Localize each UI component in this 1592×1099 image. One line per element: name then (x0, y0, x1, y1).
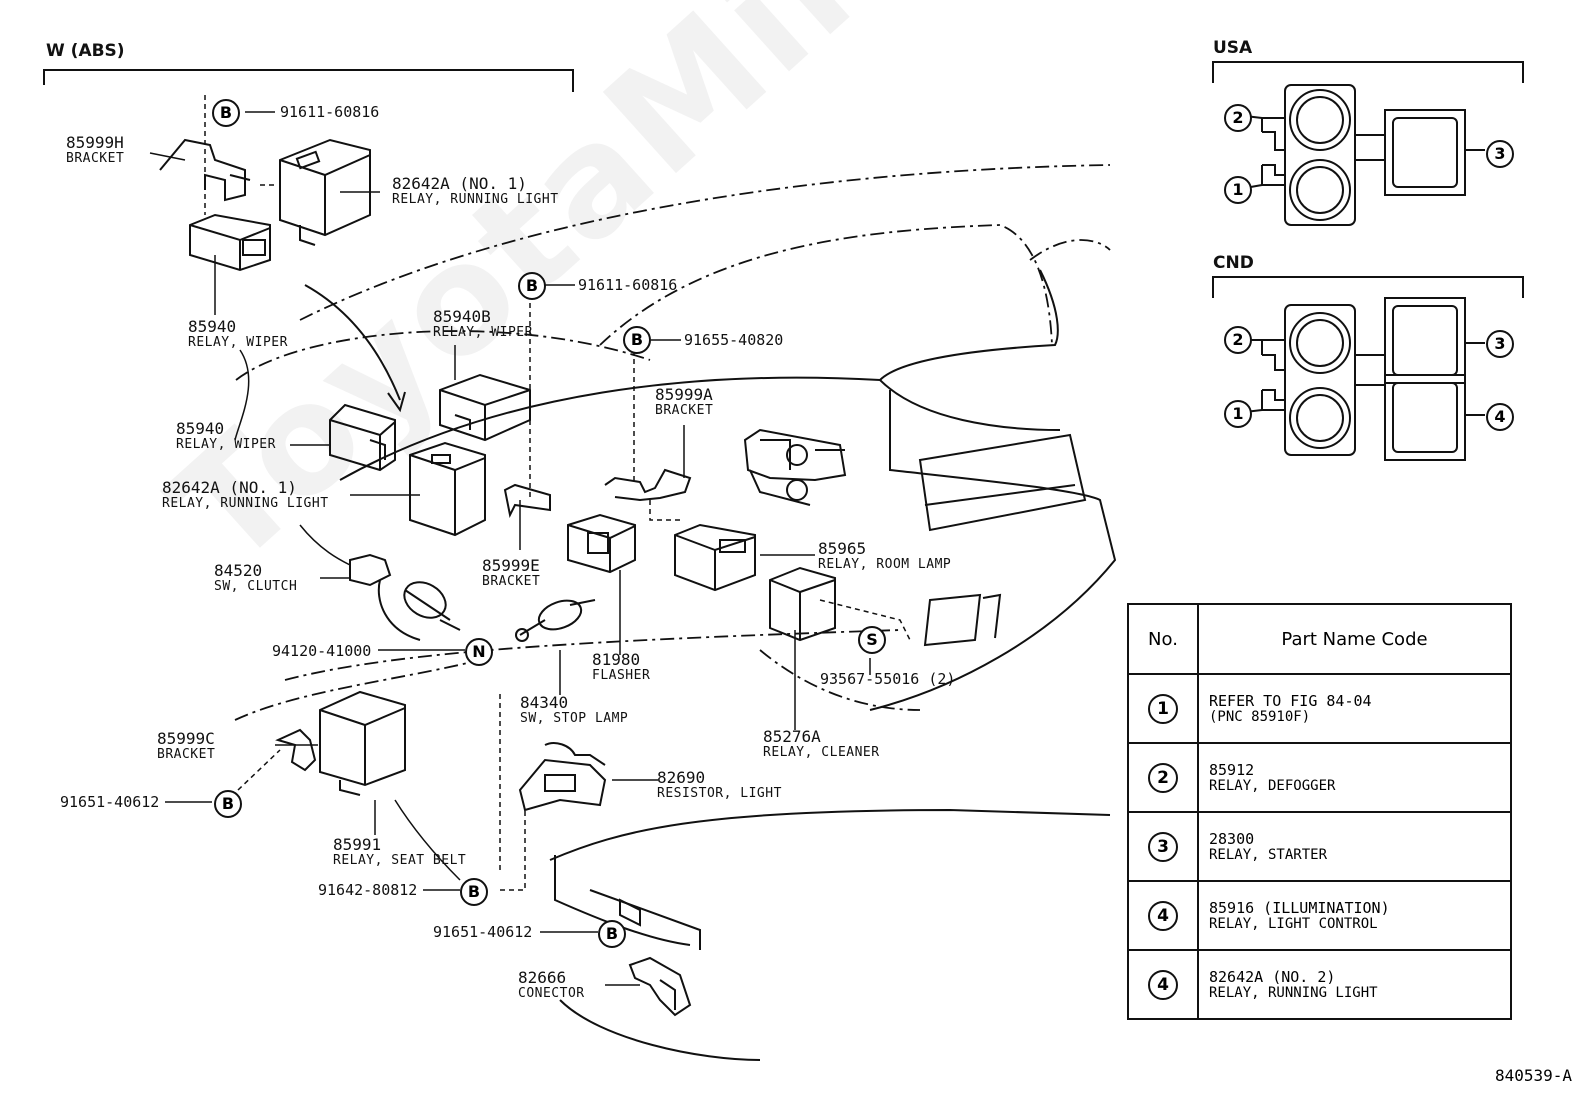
row-number: 4 (1148, 900, 1178, 931)
callout-code: 94120-41000 (272, 642, 372, 660)
section-cnd: CND (1213, 253, 1254, 273)
row-line2: RELAY, STARTER (1209, 846, 1328, 863)
callout-s: S (858, 626, 886, 654)
row-line1: REFER TO FIG 84-04 (1209, 691, 1372, 710)
row-line1: 28300 (1209, 829, 1255, 848)
table-row: 1 REFER TO FIG 84-04(PNC 85910F) (1127, 673, 1512, 744)
column-header-no: No. (1127, 603, 1199, 675)
row-number: 2 (1148, 762, 1178, 793)
section-usa: USA (1213, 38, 1253, 58)
row-line2: RELAY, RUNNING LIGHT (1209, 984, 1378, 1001)
parts-table: No. Part Name Code 1 REFER TO FIG 84-04(… (1127, 603, 1512, 1020)
part-label: 82642A (NO. 1)RELAY, RUNNING LIGHT (392, 174, 559, 208)
callout-code: 91642-80812 (318, 881, 418, 899)
callout-code: 91611-60816 (280, 103, 380, 121)
row-line2: RELAY, DEFOGGER (1209, 777, 1336, 794)
cnd-mark: 3 (1486, 330, 1514, 358)
cnd-mark: 1 (1224, 400, 1252, 428)
cnd-mark: 2 (1224, 326, 1252, 354)
callout-b: B (623, 326, 651, 354)
callout-code: 91655-40820 (684, 331, 784, 349)
table-row: 4 82642A (NO. 2)RELAY, RUNNING LIGHT (1127, 949, 1512, 1020)
usa-mark: 1 (1224, 176, 1252, 204)
row-number: 4 (1148, 969, 1178, 1000)
row-line1: 85916 (ILLUMINATION) (1209, 898, 1390, 917)
callout-b: B (460, 878, 488, 906)
usa-mark: 2 (1224, 104, 1252, 132)
callout-code: 91651-40612 (433, 923, 533, 941)
cnd-mark: 4 (1486, 403, 1514, 431)
callout-b: B (518, 272, 546, 300)
row-line1: 82642A (NO. 2) (1209, 967, 1336, 986)
figure-reference: 840539-A (1494, 1066, 1572, 1085)
row-number: 1 (1148, 693, 1178, 724)
row-line1: 85912 (1209, 760, 1255, 779)
part-label: 82642A (NO. 1)RELAY, RUNNING LIGHT (162, 478, 329, 512)
callout-code: 91651-40612 (60, 793, 160, 811)
section-w-abs: W (ABS) (46, 41, 125, 61)
usa-mark: 3 (1486, 140, 1514, 168)
table-header-row: No. Part Name Code (1127, 603, 1512, 675)
row-line2: RELAY, LIGHT CONTROL (1209, 915, 1378, 932)
callout-code: 91611-60816 (578, 276, 678, 294)
table-row: 4 85916 (ILLUMINATION)RELAY, LIGHT CONTR… (1127, 880, 1512, 951)
callout-n: N (465, 638, 493, 666)
callout-b: B (214, 790, 242, 818)
column-header-part: Part Name Code (1197, 603, 1512, 675)
callout-b: B (598, 920, 626, 948)
callout-b: B (212, 99, 240, 127)
callout-code: 93567-55016 (2) (820, 670, 956, 688)
row-line2: (PNC 85910F) (1209, 708, 1311, 725)
row-number: 3 (1148, 831, 1178, 862)
